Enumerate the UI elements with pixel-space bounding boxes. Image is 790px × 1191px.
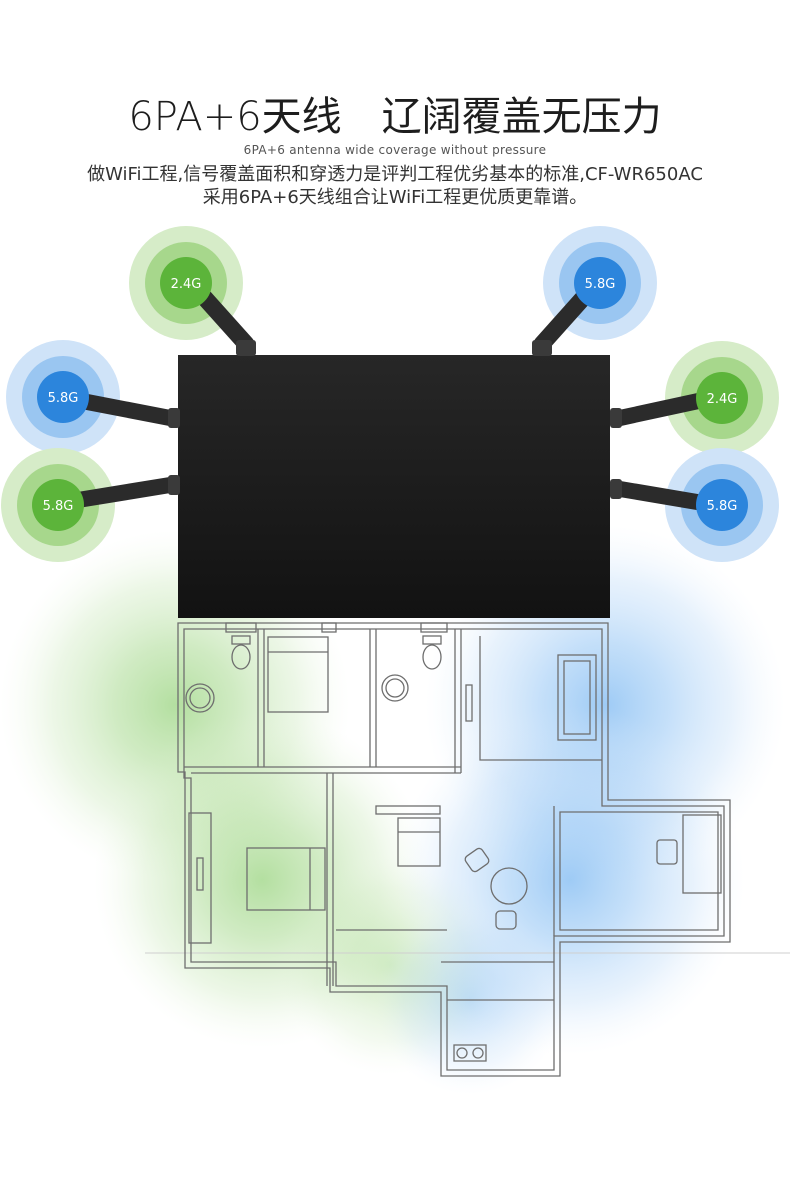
cabinet: [397, 817, 441, 867]
antenna-joint: [532, 340, 552, 356]
antenna-top-right: [533, 288, 593, 353]
band-label: 5.8G: [707, 499, 738, 514]
band-label: 5.8G: [43, 499, 74, 514]
antenna-joint: [168, 475, 180, 495]
band-label: 5.8G: [48, 391, 79, 406]
antenna-joint: [168, 408, 180, 428]
antenna-badge-top-left: 2.4G: [160, 257, 212, 309]
door-frame: [375, 805, 441, 815]
signal-ring-inner: [32, 479, 84, 531]
wall-bath-bedroom: [257, 629, 265, 767]
antenna-top-left: [194, 287, 255, 353]
floor-plan: [177, 622, 731, 1077]
wall-kitchen-counter: [336, 929, 554, 1001]
door-frame: [225, 622, 257, 633]
dining-chair: [464, 847, 490, 873]
wardrobe-handle: [196, 857, 204, 891]
wall-top-rooms-bottom: [184, 766, 461, 774]
antenna-badge-left-lower: 5.8G: [32, 479, 84, 531]
antenna-badge-right-upper: 2.4G: [696, 372, 748, 424]
antenna-badge-left-upper: 5.8G: [37, 371, 89, 423]
closet-door: [465, 684, 473, 722]
signal-ring-inner: [696, 479, 748, 531]
antenna-joint: [610, 408, 622, 428]
door-frame: [321, 622, 337, 633]
wall-study: [553, 806, 719, 936]
outer-wall: [177, 622, 731, 1077]
dining-table: [490, 867, 528, 905]
antenna-badge-top-right: 5.8G: [574, 257, 626, 309]
band-label: 2.4G: [707, 392, 738, 407]
headline-primary: 6PA+6天线: [128, 94, 342, 140]
toilet: [422, 644, 442, 670]
band-label: 5.8G: [585, 277, 616, 292]
antenna-right-upper: [612, 392, 711, 426]
wardrobe: [188, 812, 212, 944]
antenna-joint: [610, 479, 622, 499]
signal-ring-inner: [696, 372, 748, 424]
antenna-left-upper: [74, 393, 178, 426]
toilet-tank: [231, 635, 251, 645]
stove-burner: [456, 1047, 468, 1059]
signal-ring-inner: [37, 371, 89, 423]
wash-basin: [185, 683, 215, 713]
headline-secondary: 辽阔覆盖无压力: [381, 94, 662, 140]
router-body: [178, 355, 610, 618]
signal-ring-inner: [574, 257, 626, 309]
antennas: [70, 287, 711, 511]
description: 做WiFi工程,信号覆盖面积和穿透力是评判工程优劣基本的标准,CF-WR650A…: [0, 163, 790, 209]
stove-burner: [472, 1047, 484, 1059]
bed: [267, 636, 329, 713]
stove: [453, 1044, 487, 1062]
sofa: [557, 654, 597, 741]
wall-bedroom-bath: [369, 629, 377, 767]
antenna-left-lower: [70, 477, 178, 508]
wall-bath-closet: [454, 629, 462, 773]
description-line-1: 做WiFi工程,信号覆盖面积和穿透力是评判工程优劣基本的标准,CF-WR650A…: [87, 164, 703, 185]
study-chair: [656, 839, 678, 865]
toilet: [231, 644, 251, 670]
antenna-right-lower: [612, 481, 711, 511]
description-line-2: 采用6PA+6天线组合让WiFi工程更优质更靠谱。: [202, 187, 588, 208]
english-subtitle: 6PA+6 antenna wide coverage without pres…: [243, 143, 547, 157]
band-label: 2.4G: [171, 277, 202, 292]
toilet-tank: [422, 635, 442, 645]
door-frame: [420, 622, 448, 633]
wash-basin-inner: [385, 678, 405, 698]
inner-wall: [183, 628, 725, 1071]
antenna-joint: [236, 340, 256, 356]
headline: 6PA+6天线辽阔覆盖无压力: [0, 92, 790, 142]
wall-closet: [479, 636, 602, 761]
bed: [246, 847, 326, 911]
wash-basin: [381, 674, 409, 702]
wall-bedroom-dining: [326, 773, 334, 986]
sofa-seat: [563, 660, 591, 735]
signal-ring-inner: [160, 257, 212, 309]
study-desk: [682, 814, 722, 894]
dining-chair: [495, 910, 517, 930]
antenna-badge-right-lower: 5.8G: [696, 479, 748, 531]
wash-basin-inner: [189, 687, 211, 709]
